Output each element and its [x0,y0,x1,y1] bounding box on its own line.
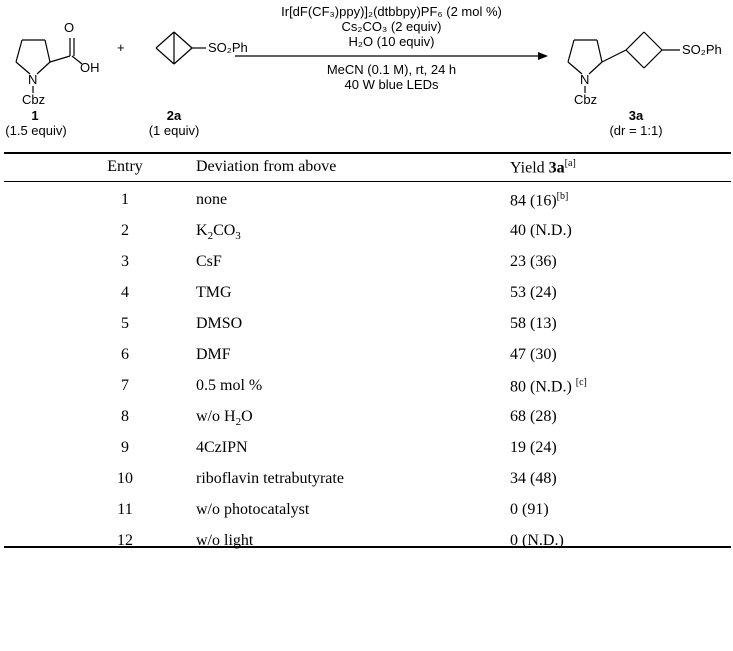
dr-label: (dr = 1:1) [609,123,663,138]
yield-value: 0 (N.D.) [510,532,564,549]
table-row: 9 4CzIPN 19 (24) [0,439,733,470]
header-yield-prefix: Yield [510,159,549,177]
arrow-head [538,52,548,60]
yield-value: 84 (16) [510,192,557,210]
entry-number: 5 [121,315,129,332]
yield-value: 53 (24) [510,284,557,301]
deviation-cell: none [196,191,228,208]
yield-cell: 80 (N.D.) [c] [510,377,587,396]
carboxyl-group [49,38,83,65]
yield-note: [b] [556,191,569,202]
plus-sign: + [117,40,125,55]
deviation-cell: w/o light [196,532,254,549]
yield-value: 23 (36) [510,253,557,270]
cyclobutane-ring [625,31,680,69]
header-deviation: Deviation from above [196,158,337,175]
deviation-cell: 0.5 mol % [196,377,263,394]
deviation-cell: riboflavin tetrabutyrate [196,470,344,487]
table-row: 2 K2CO3 40 (N.D.) [0,222,733,253]
entry-number: 6 [121,346,129,363]
yield-value: 58 (13) [510,315,557,332]
reaction-scheme: O OH N Cbz 1 (1.5 equiv) + SO₂Ph 2a (1 e… [0,0,733,170]
header-rule [4,181,731,182]
table-row: 6 DMF 47 (30) [0,346,733,377]
atom-label-n: N [28,72,38,87]
yield-value: 34 (48) [510,470,557,487]
deviation-cell: 4CzIPN [196,439,248,456]
deviation-subscript: 2 [207,230,214,243]
deviation-cell: DMF [196,346,231,363]
entry-number: 7 [121,377,129,394]
yield-value: 0 (91) [510,501,549,518]
condition-water: H₂O (10 equiv) [348,34,435,49]
table-row: 4 TMG 53 (24) [0,284,733,315]
scheme-structures [15,31,680,93]
pyrrolidine-ring-reactant [15,39,51,75]
yield-cell: 84 (16)[b] [510,191,568,210]
table-row: 1 none 84 (16)[b] [0,191,733,222]
header-yield-note: [a] [564,158,576,169]
table-header-row: Entry Deviation from above Yield 3a[a] [0,158,733,189]
table-row: 12 w/o light 0 (N.D.) [0,532,733,563]
yield-value: 80 (N.D.) [510,378,576,396]
atom-label-oh: OH [80,60,100,75]
entry-number: 10 [117,470,133,487]
compound-number-1: 1 [31,108,39,123]
entry-number: 8 [121,408,129,425]
condition-solvent: MeCN (0.1 M), rt, 24 h [326,62,457,77]
equiv-label-1: (1.5 equiv) [5,123,67,138]
table-row: 10 riboflavin tetrabutyrate 34 (48) [0,470,733,501]
deviation-cell: DMSO [196,315,243,332]
deviation-part: w/o H [196,408,236,425]
header-yield: Yield 3a[a] [510,158,576,177]
entry-number: 3 [121,253,129,270]
entry-number: 2 [121,222,129,239]
deviation-cell: CsF [196,253,222,270]
sulfonyl-label-reactant: SO₂Ph [208,40,248,55]
deviation-cell: TMG [196,284,232,301]
table-row: 3 CsF 23 (36) [0,253,733,284]
deviation-subscript: 3 [235,230,241,243]
group-label-cbz: Cbz [22,92,46,107]
yield-value: 47 (30) [510,346,557,363]
table-top-rule [4,152,731,154]
deviation-cell: w/o H2O [196,408,253,428]
yield-value: 19 (24) [510,439,557,456]
table-row: 8 w/o H2O 68 (28) [0,408,733,439]
entry-number: 1 [121,191,129,208]
ring-link-bond [601,49,627,63]
condition-base: Cs₂CO₃ (2 equiv) [341,19,442,34]
equiv-label-2a: (1 equiv) [148,123,200,138]
deviation-cell: w/o photocatalyst [196,501,310,518]
entry-number: 11 [117,501,133,518]
header-entry: Entry [107,158,143,175]
table-bottom-rule [4,546,731,548]
table-row: 5 DMSO 58 (13) [0,315,733,346]
deviation-part: CO [213,222,236,239]
bicyclobutane [155,31,206,65]
deviation-subscript: 2 [235,416,242,429]
entry-number: 9 [121,439,129,456]
header-yield-compound: 3a [548,159,565,177]
entry-number: 12 [117,532,133,549]
entry-number: 4 [121,284,129,301]
yield-value: 40 (N.D.) [510,222,572,239]
product-atom-label-n: N [580,72,590,87]
yield-note: [c] [575,377,587,388]
compound-number-2a: 2a [166,108,182,123]
product-group-label-cbz: Cbz [574,92,598,107]
condition-catalyst: Ir[dF(CF₃)ppy)]₂(dtbbpy)PF₆ (2 mol %) [281,4,502,19]
product-sulfonyl-label: SO₂Ph [682,42,722,57]
deviation-part: O [241,408,253,425]
table-row: 7 0.5 mol % 80 (N.D.) [c] [0,377,733,408]
atom-label-o: O [64,20,75,35]
deviation-cell: K2CO3 [196,222,241,242]
pyrrolidine-ring-product [567,39,603,93]
condition-light: 40 W blue LEDs [344,77,439,92]
yield-value: 68 (28) [510,408,557,425]
table-row: 11 w/o photocatalyst 0 (91) [0,501,733,532]
compound-number-3a: 3a [628,108,644,123]
deviation-part: K [196,222,208,239]
